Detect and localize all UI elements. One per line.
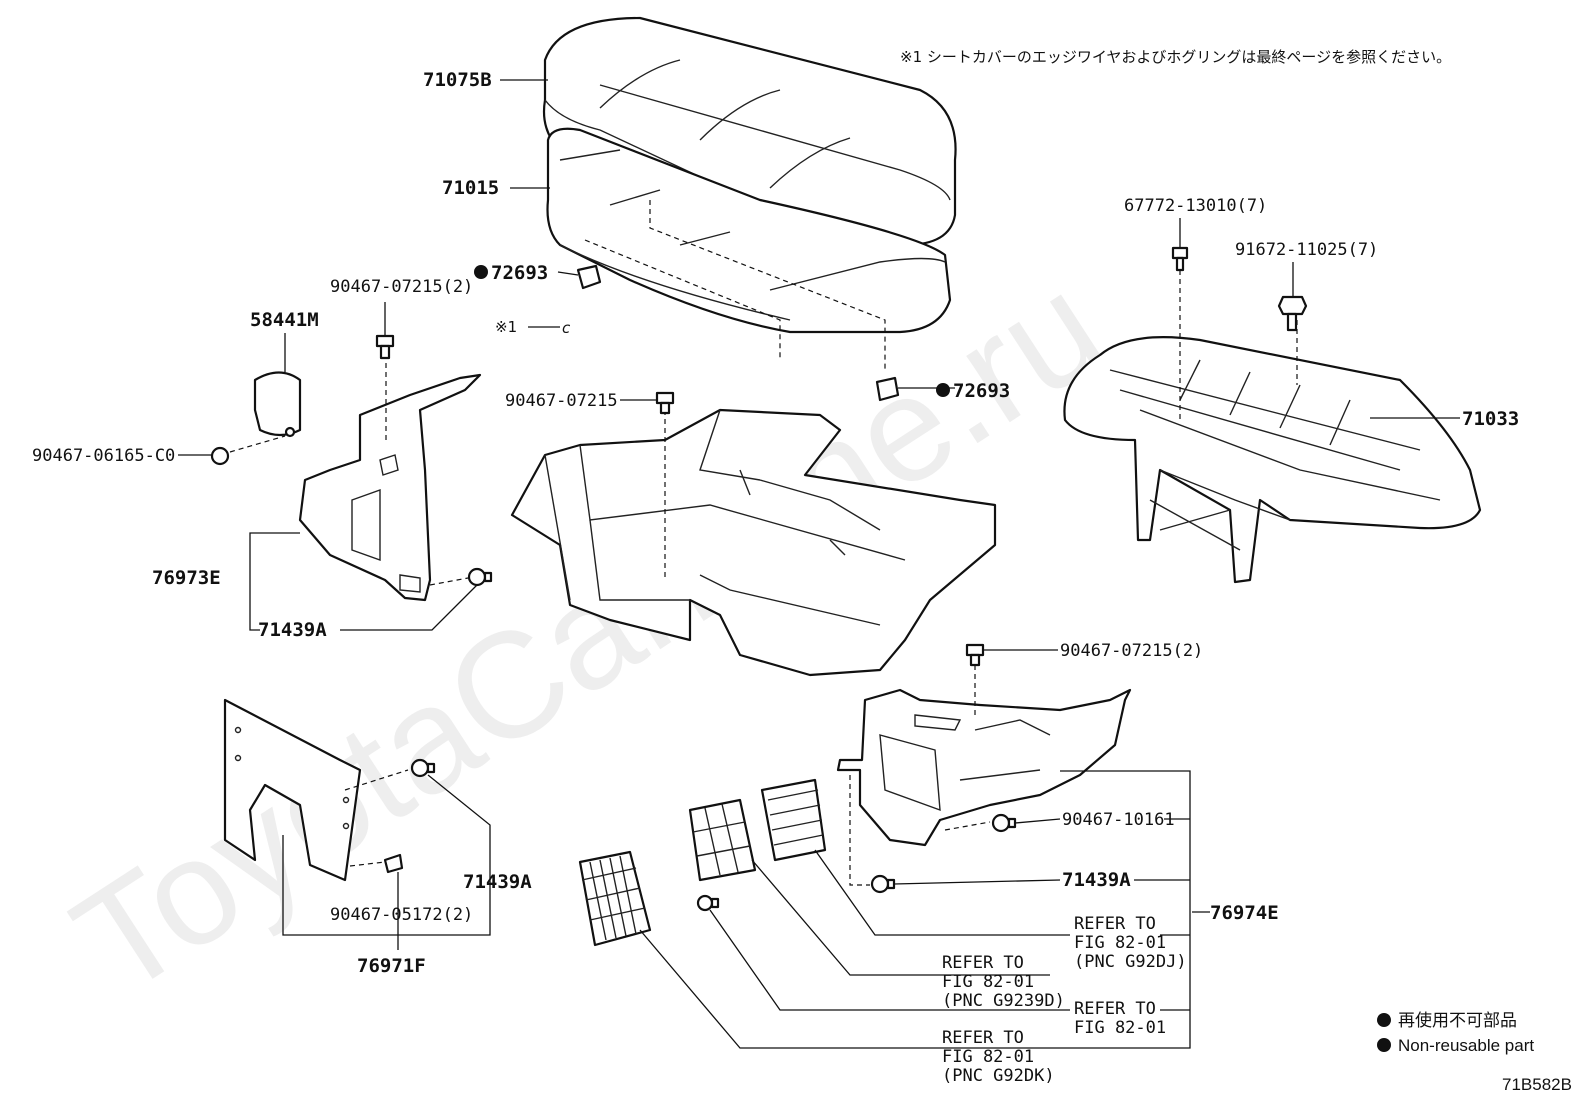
legend-japanese: 再使用不可部品 bbox=[1398, 1010, 1517, 1030]
header-note: ※1 シートカバーのエッジワイヤおよびホグリングは最終ページを参照ください。 bbox=[900, 48, 1451, 66]
non-reusable-dot-icon bbox=[936, 383, 950, 397]
speaker-grille-G92DK bbox=[578, 850, 652, 947]
leader-lines bbox=[178, 79, 1460, 1049]
label-90467-07215-center[interactable]: 90467-07215 bbox=[505, 391, 618, 411]
right-side-trim bbox=[836, 665, 1132, 886]
ref-label-c-line1[interactable]: REFER TO bbox=[1074, 999, 1156, 1019]
seat-cushion-pad bbox=[546, 127, 952, 370]
ref-label-g92dj-line3[interactable]: (PNC G92DJ) bbox=[1074, 952, 1187, 972]
label-76974E[interactable]: 76974E bbox=[1210, 902, 1279, 924]
ref-label-g9239d-line3[interactable]: (PNC G9239D) bbox=[942, 991, 1065, 1011]
ref-label-c-line2[interactable]: FIG 82-01 bbox=[1074, 1018, 1166, 1038]
label-67772-13010[interactable]: 67772-13010(7) bbox=[1124, 196, 1267, 216]
ref-label-g92dk-line1[interactable]: REFER TO bbox=[942, 1028, 1024, 1048]
label-90467-07215-2-left[interactable]: 90467-07215(2) bbox=[330, 277, 473, 297]
clip-71439A-left-icon bbox=[429, 567, 493, 587]
label-76971F[interactable]: 76971F bbox=[357, 955, 426, 977]
clip-90467-07215-center-icon bbox=[655, 391, 675, 415]
screw-G9239D-icon bbox=[696, 894, 720, 912]
clip-90467-10161-icon bbox=[991, 813, 1017, 833]
label-72693-left[interactable]: 72693 bbox=[491, 262, 548, 284]
legend-english: Non-reusable part bbox=[1398, 1036, 1534, 1055]
clip-90467-07215-left-icon bbox=[375, 334, 395, 360]
label-76973E[interactable]: 76973E bbox=[152, 567, 221, 589]
floor-trim-board bbox=[510, 408, 997, 677]
label-71439A-left[interactable]: 71439A bbox=[258, 619, 327, 641]
ref-label-g9239d-line1[interactable]: REFER TO bbox=[942, 953, 1024, 973]
label-ref1-c: c bbox=[562, 319, 571, 337]
clip-72693-left bbox=[576, 264, 602, 290]
clip-71439A-right-icon bbox=[870, 874, 896, 894]
label-90467-06165-C0[interactable]: 90467-06165-C0 bbox=[32, 446, 175, 466]
figure-code: 71B582B bbox=[1502, 1075, 1572, 1094]
left-side-trim-upper bbox=[298, 345, 482, 602]
seat-cushion-frame bbox=[1063, 270, 1482, 584]
left-side-trim-lower bbox=[223, 698, 409, 882]
non-reusable-dot-icon bbox=[1377, 1013, 1391, 1027]
speaker-grille-G92DJ bbox=[760, 778, 827, 862]
bolt-91672-icon bbox=[1277, 295, 1308, 332]
clip-90467-06165-icon bbox=[210, 435, 286, 466]
label-ref1: ※1 bbox=[495, 318, 517, 336]
label-71015[interactable]: 71015 bbox=[442, 177, 499, 199]
label-58441M[interactable]: 58441M bbox=[250, 309, 319, 331]
label-71439A-right[interactable]: 71439A bbox=[1062, 869, 1131, 891]
label-90467-10161[interactable]: 90467-10161 bbox=[1062, 810, 1175, 830]
clip-90467-05172-icon bbox=[349, 853, 404, 874]
label-71033[interactable]: 71033 bbox=[1462, 408, 1519, 430]
label-91672-11025[interactable]: 91672-11025(7) bbox=[1235, 240, 1378, 260]
speaker-grille-G9239D bbox=[688, 798, 757, 882]
label-90467-05172[interactable]: 90467-05172(2) bbox=[330, 905, 473, 925]
legend: 再使用不可部品 Non-reusable part bbox=[1377, 1010, 1534, 1055]
non-reusable-dot-icon bbox=[1377, 1038, 1391, 1052]
label-71075B[interactable]: 71075B bbox=[423, 69, 492, 91]
bolt-67772-icon bbox=[1171, 246, 1189, 272]
ref-label-g9239d-line2[interactable]: FIG 82-01 bbox=[942, 972, 1034, 992]
label-72693-right[interactable]: 72693 bbox=[953, 380, 1010, 402]
ref-label-g92dk-line2[interactable]: FIG 82-01 bbox=[942, 1047, 1034, 1067]
non-reusable-dot-icon bbox=[474, 265, 488, 279]
label-71439A-lower[interactable]: 71439A bbox=[463, 871, 532, 893]
ref-label-g92dj-line1[interactable]: REFER TO bbox=[1074, 914, 1156, 934]
ref-label-g92dk-line3[interactable]: (PNC G92DK) bbox=[942, 1066, 1055, 1086]
clip-71439A-lower-icon bbox=[410, 758, 436, 778]
label-90467-07215-2-right[interactable]: 90467-07215(2) bbox=[1060, 641, 1203, 661]
cap-58441M bbox=[253, 371, 302, 438]
clip-90467-07215-right-icon bbox=[965, 643, 985, 667]
clip-72693-right bbox=[875, 376, 900, 402]
ref-label-g92dj-line2[interactable]: FIG 82-01 bbox=[1074, 933, 1166, 953]
part-labels: 71075B 71015 72693 72693 90467-07215(2) … bbox=[32, 69, 1519, 1086]
